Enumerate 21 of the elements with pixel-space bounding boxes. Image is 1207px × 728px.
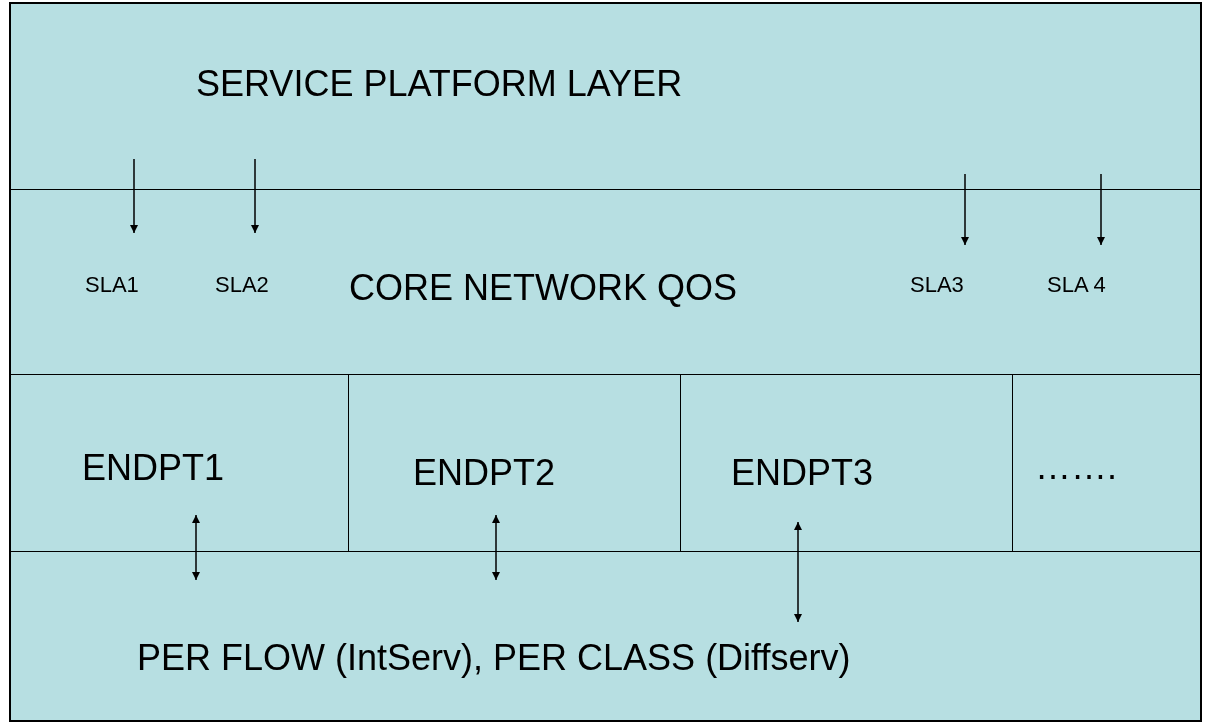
sla-label: SLA 4 [1047, 272, 1106, 299]
layer-title: ENDPT3 [731, 451, 874, 495]
arrow [130, 158, 138, 234]
sla-label: SLA1 [85, 272, 139, 299]
layer-title: PER FLOW (IntServ), PER CLASS (Diffserv) [137, 636, 851, 680]
layer-title: SERVICE PLATFORM LAYER [196, 62, 683, 106]
arrow [192, 514, 200, 581]
sla-label: SLA3 [910, 272, 964, 299]
arrow [492, 514, 500, 581]
layer-title: ENDPT2 [413, 451, 556, 495]
arrow [961, 173, 969, 246]
arrow [1097, 173, 1105, 246]
arrow [251, 158, 259, 234]
layer-title: ……. [1035, 445, 1117, 489]
layer-title: ENDPT1 [82, 446, 225, 490]
layer-title: CORE NETWORK QOS [349, 266, 738, 310]
layer-band [1012, 374, 1200, 551]
arrow [794, 521, 802, 623]
layer-band [348, 374, 680, 551]
sla-label: SLA2 [215, 272, 269, 299]
layer-band [680, 374, 1012, 551]
